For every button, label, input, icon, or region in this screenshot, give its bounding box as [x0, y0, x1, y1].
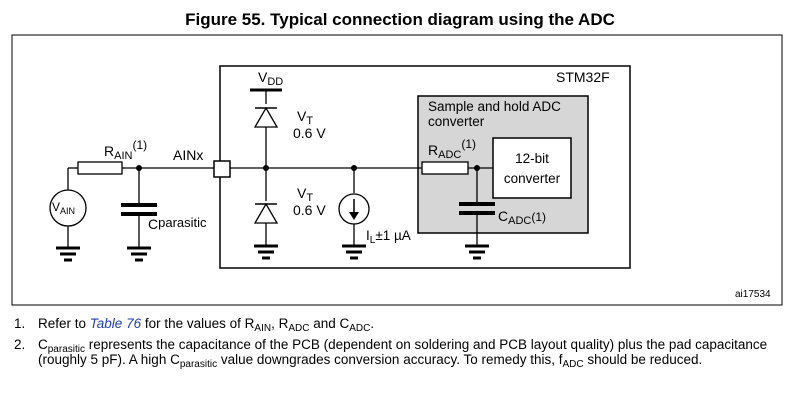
footnotes: 1. Refer to Table 76 for the values of R… [14, 316, 784, 373]
vain-label: VAIN [52, 200, 75, 216]
radc-label: RADC(1) [428, 137, 476, 161]
vt-bottom-label: VT [297, 185, 313, 204]
rain-label: RAIN(1) [104, 138, 147, 162]
mcu-label: STM32F [556, 69, 610, 85]
footnote-1: 1. Refer to Table 76 for the values of R… [14, 316, 375, 334]
ainx-pin [213, 160, 231, 178]
upper-protection-diode [253, 106, 279, 128]
vdd-label: VDD [258, 69, 283, 88]
sample-hold-label-2: converter [428, 114, 485, 129]
cadc-label: CADC(1) [498, 208, 546, 227]
converter-block [492, 137, 572, 199]
rain-resistor [77, 161, 123, 175]
ainx-pin-label: AINx [173, 147, 203, 163]
table-76-link[interactable]: Table 76 [89, 316, 142, 331]
sample-hold-label-1: Sample and hold ADC [428, 99, 561, 114]
cparasitic-label: Cparasitic [148, 215, 207, 232]
vt-top-value: 0.6 V [293, 125, 326, 141]
leakage-current-label: IL±1 µA [366, 228, 411, 246]
vt-top-label: VT [297, 108, 313, 127]
vt-bottom-value: 0.6 V [293, 202, 326, 218]
figure-reference-id: ai17534 [735, 289, 771, 300]
lower-protection-diode [253, 202, 279, 224]
footnote-2: 2. Cparasitic represents the capacitance… [14, 337, 768, 370]
radc-resistor [421, 161, 469, 175]
converter-label-1: 12-bit [515, 151, 549, 166]
figure-title: Figure 55. Typical connection diagram us… [185, 10, 615, 29]
connection-diagram: STM32F Sample and hold ADC converter 12-… [11, 34, 783, 306]
figure-frame [11, 34, 783, 306]
converter-label-2: converter [504, 171, 561, 186]
